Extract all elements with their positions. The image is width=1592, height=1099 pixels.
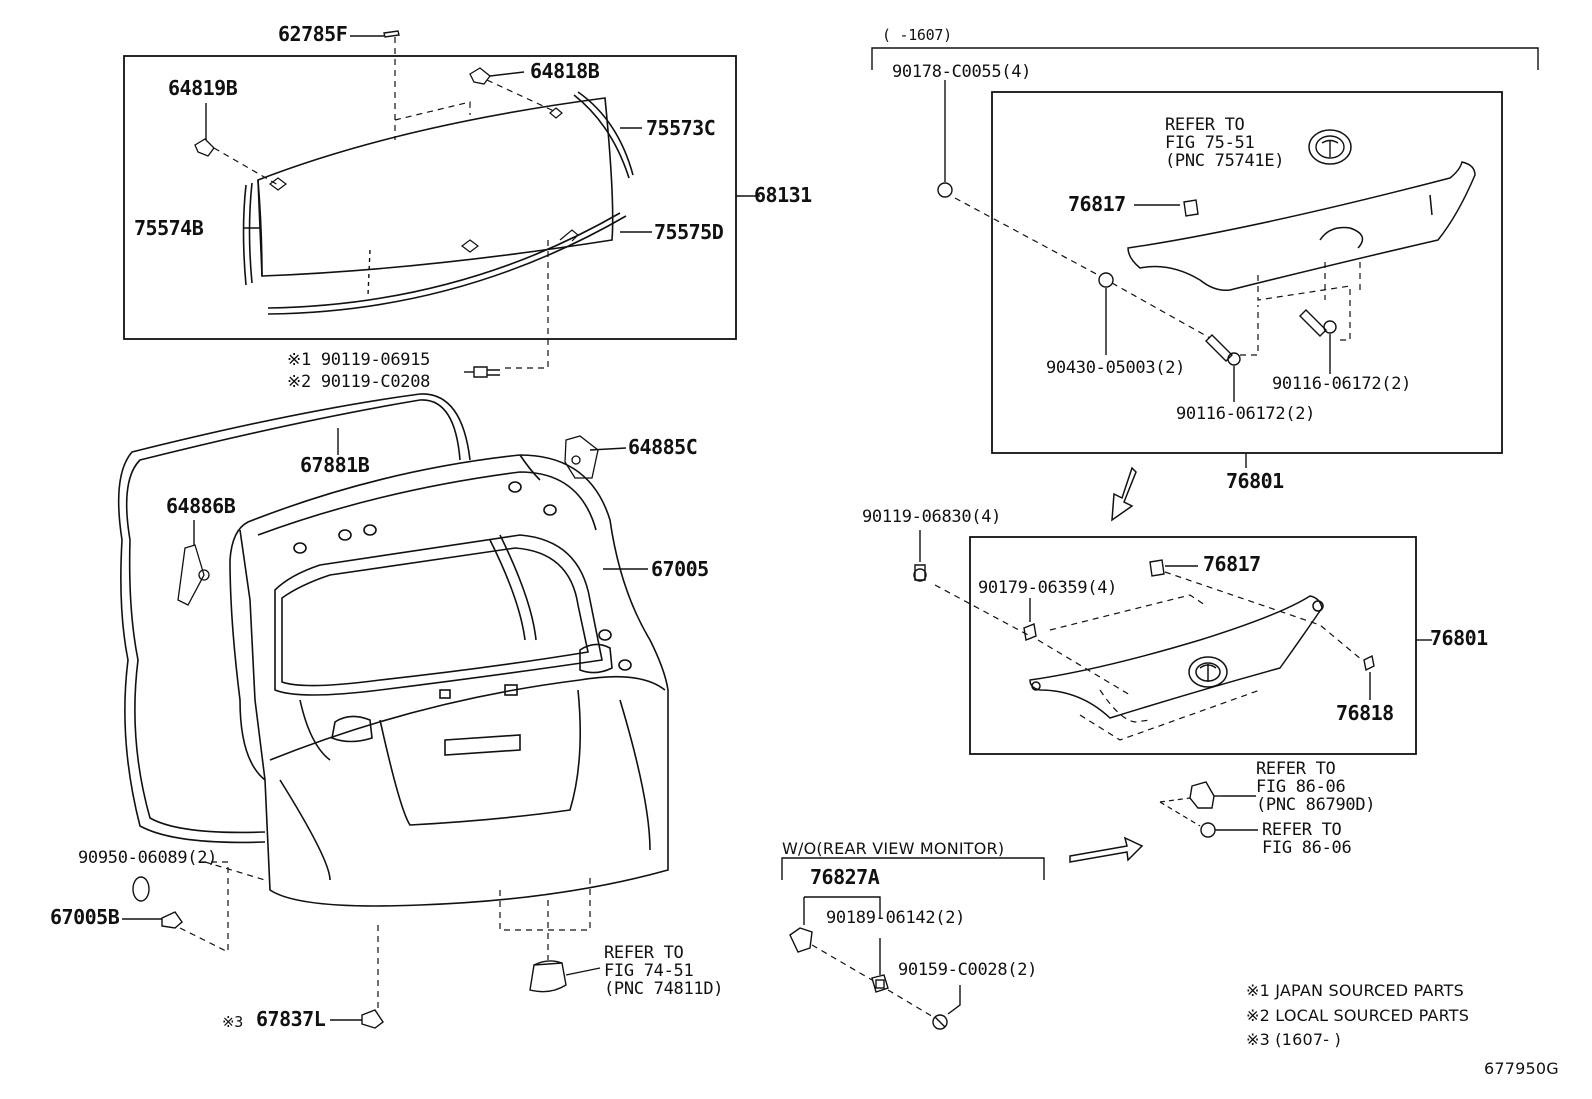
label-90116-b: 90116-06172(2) xyxy=(1272,374,1412,394)
screw-86-06 xyxy=(1200,822,1216,838)
ref-fig-86-06-screw: REFER TO FIG 86-06 xyxy=(1262,820,1352,858)
camera-86790D xyxy=(1189,781,1222,809)
arrow-down xyxy=(1111,466,1137,522)
label-76801-lower: 76801 xyxy=(1430,626,1488,650)
wo-bracket xyxy=(781,857,1045,880)
label-75573C: 75573C xyxy=(646,116,716,140)
garnish-76801-lower xyxy=(1029,595,1324,719)
label-76801-upper: 76801 xyxy=(1226,469,1284,493)
label-76817-upper: 76817 xyxy=(1068,192,1126,216)
label-64885C: 64885C xyxy=(628,435,698,459)
bolt-90119-06830 xyxy=(913,564,927,582)
legend-note-2: ※2 LOCAL SOURCED PARTS xyxy=(1246,1006,1470,1025)
emblem-75741E xyxy=(1308,129,1352,165)
nut-90178 xyxy=(937,182,953,198)
label-90116-a: 90116-06172(2) xyxy=(1176,404,1316,424)
ref-fig-86-06-camera: REFER TO FIG 86-06 (PNC 86790D) xyxy=(1256,759,1376,815)
label-90119-06915: ※1 90119-06915 xyxy=(287,350,431,370)
label-76827A: 76827A xyxy=(810,865,880,889)
label-68131: 68131 xyxy=(754,183,812,207)
back-window-glass xyxy=(257,97,614,277)
hinge-64885C xyxy=(564,435,599,479)
garnish-box-lower xyxy=(969,536,1417,755)
label-90119-C0208: ※2 90119-C0208 xyxy=(287,372,431,392)
label-76817-lower: 76817 xyxy=(1203,552,1261,576)
label-67881B: 67881B xyxy=(300,453,370,477)
grommet-74811D xyxy=(529,960,567,993)
bumper-67005B xyxy=(161,911,183,929)
label-90189: 90189-06142(2) xyxy=(826,908,966,928)
clip-76817-lower xyxy=(1149,559,1165,577)
label-67837L: 67837L xyxy=(256,1007,326,1031)
moulding-75573C xyxy=(573,91,634,179)
cover-76827A xyxy=(789,927,813,953)
moulding-75575D xyxy=(267,212,627,315)
clip-62785F xyxy=(383,30,400,38)
label-64886B: 64886B xyxy=(166,494,236,518)
ref-fig-75-51: REFER TO FIG 75-51 (PNC 75741E) xyxy=(1165,115,1285,171)
label-62785F: 62785F xyxy=(278,22,348,46)
bolt-90119 xyxy=(473,366,500,378)
cushion-90950 xyxy=(132,876,150,902)
stay-64886B xyxy=(177,544,210,606)
figure-id: 677950G xyxy=(1484,1059,1559,1078)
label-76818: 76818 xyxy=(1336,701,1394,725)
clip-76817-upper xyxy=(1183,199,1199,217)
screw-90116-b xyxy=(1299,309,1337,337)
range-bracket xyxy=(871,47,1539,70)
clip-90189 xyxy=(871,974,889,993)
clip-64818B xyxy=(469,67,491,85)
washer-90430 xyxy=(1098,272,1114,288)
screw-90159 xyxy=(932,1014,948,1030)
label-90950: 90950-06089(2) xyxy=(78,848,218,868)
label-90159: 90159-C0028(2) xyxy=(898,960,1038,980)
label-64818B: 64818B xyxy=(530,59,600,83)
garnish-76801-upper xyxy=(1127,161,1476,292)
label-67005: 67005 xyxy=(651,557,709,581)
label-75575D: 75575D xyxy=(654,220,724,244)
legend-note-1: ※1 JAPAN SOURCED PARTS xyxy=(1246,981,1465,1000)
back-window-frame xyxy=(123,55,737,340)
stopper-67837L xyxy=(361,1009,384,1029)
label-90178: 90178-C0055(4) xyxy=(892,62,1032,82)
garnish-box-upper xyxy=(991,91,1503,454)
nut-90179 xyxy=(1023,623,1037,641)
arrow-right xyxy=(1069,836,1144,863)
label-90179: 90179-06359(4) xyxy=(978,578,1118,598)
label-67837L-prefix: ※3 xyxy=(222,1013,243,1031)
back-door-67005 xyxy=(229,454,669,907)
screw-90116-a xyxy=(1205,334,1241,366)
label-90430: 90430-05003(2) xyxy=(1046,358,1186,378)
ref-fig-74-51: REFER TO FIG 74-51 (PNC 74811D) xyxy=(604,943,724,999)
legend-note-3: ※3 (1607- ) xyxy=(1246,1030,1341,1049)
label-range-top: ( -1607) xyxy=(882,26,952,44)
label-67005B: 67005B xyxy=(50,905,120,929)
weatherstrip-67881B xyxy=(117,393,471,844)
label-64819B: 64819B xyxy=(168,76,238,100)
label-90119-06830: 90119-06830(4) xyxy=(862,507,1002,527)
label-75574B: 75574B xyxy=(134,216,204,240)
clip-64819B xyxy=(194,138,215,157)
moulding-75574B xyxy=(242,182,253,286)
label-wo-rear-view-monitor: W/O(REAR VIEW MONITOR) xyxy=(782,839,1005,858)
